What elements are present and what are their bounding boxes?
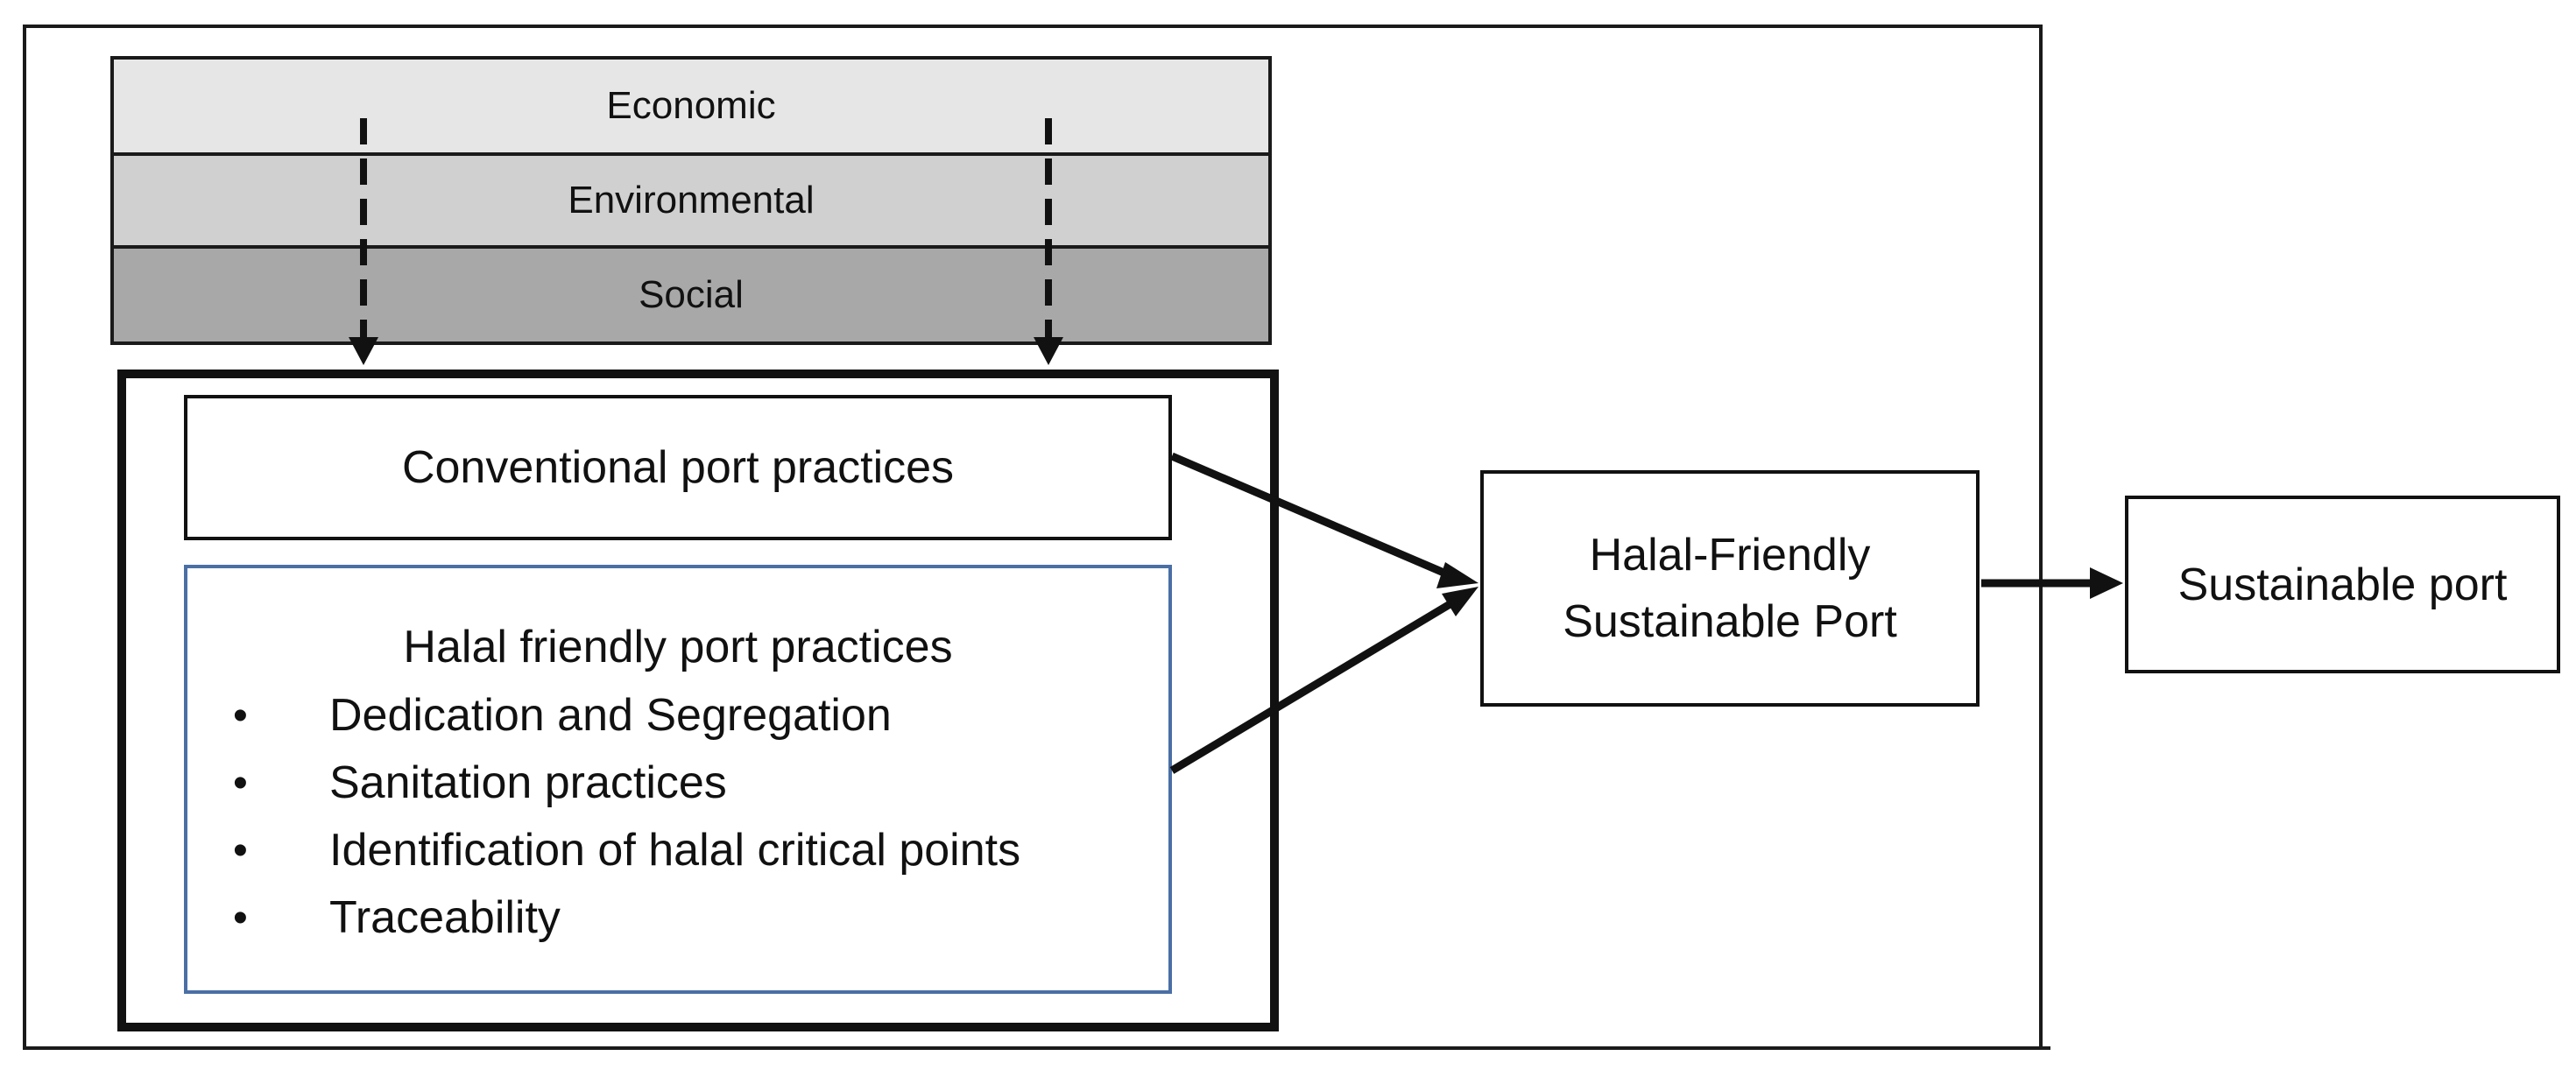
conventional-practices-label: Conventional port practices <box>401 442 955 493</box>
list-item-label: Traceability <box>329 892 561 943</box>
dimension-environmental-label: Environmental <box>568 179 815 222</box>
halal-friendly-sustainable-port-label: Halal-Friendly Sustainable Port <box>1563 530 1897 647</box>
outer-frame-bottom <box>23 1046 2050 1050</box>
arrowhead-icon <box>2090 567 2123 599</box>
dimension-economic-label: Economic <box>606 84 776 127</box>
list-item: • Traceability <box>233 884 1020 952</box>
bullet-icon: • <box>233 895 248 941</box>
outer-frame <box>23 25 2043 1050</box>
bullet-icon: • <box>233 827 248 874</box>
arrow-conventional-to-hfsp <box>1170 452 1456 581</box>
halal-friendly-sustainable-port-box: Halal-Friendly Sustainable Port <box>1480 470 1980 707</box>
practices-frame <box>117 370 1279 1031</box>
dimension-social-label: Social <box>639 273 744 316</box>
list-item-label: Sanitation practices <box>329 757 727 808</box>
sustainable-port-box: Sustainable port <box>2125 496 2560 673</box>
arrowhead-icon <box>1436 562 1479 588</box>
list-item: • Sanitation practices <box>233 750 1020 817</box>
list-item: • Identification of halal critical points <box>233 817 1020 884</box>
bullet-icon: • <box>233 693 248 739</box>
halal-practices-list: • Dedication and Segregation • Sanitation … <box>233 682 1020 952</box>
conventional-practices-box: Conventional port practices <box>184 395 1172 540</box>
list-item: • Dedication and Segregation <box>233 682 1020 750</box>
halal-practices-box: Halal friendly port practices • Dedicatio… <box>184 565 1172 994</box>
sustainable-port-label: Sustainable port <box>2177 559 2508 610</box>
dimension-social: Social <box>110 245 1272 345</box>
arrowhead-icon <box>1442 587 1479 616</box>
list-item-label: Dedication and Segregation <box>329 690 892 741</box>
arrowhead-icon <box>349 337 378 365</box>
arrow-halal-to-hfsp <box>1169 597 1458 774</box>
halal-practices-title: Halal friendly port practices <box>403 622 953 672</box>
arrowhead-icon <box>1034 337 1063 365</box>
list-item-label: Identification of halal critical points <box>329 825 1021 876</box>
bullet-icon: • <box>233 760 248 806</box>
